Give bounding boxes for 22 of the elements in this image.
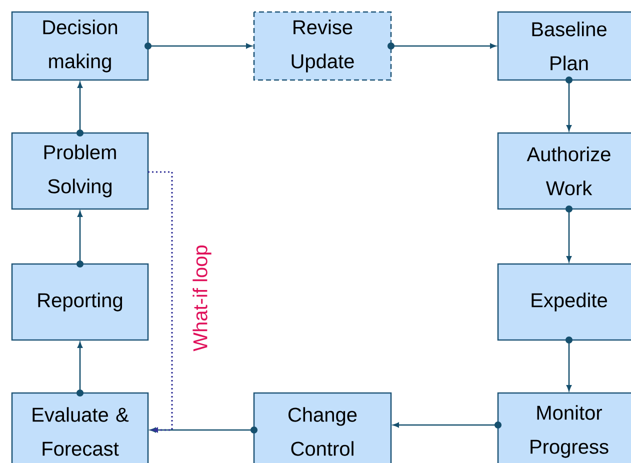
process-box: Expedite bbox=[497, 263, 631, 341]
arrow bbox=[388, 42, 496, 50]
arrow bbox=[148, 171, 173, 432]
process-box: Problem Solving bbox=[11, 132, 149, 210]
process-box: Decision making bbox=[11, 11, 149, 81]
arrow bbox=[566, 206, 572, 262]
arrow bbox=[76, 82, 84, 136]
process-box: Revise Update bbox=[253, 11, 392, 81]
process-box: Authorize Work bbox=[497, 132, 631, 210]
process-box: Reporting bbox=[11, 263, 149, 341]
arrow bbox=[566, 76, 572, 131]
process-box: Baseline Plan bbox=[497, 11, 631, 81]
arrow bbox=[76, 211, 84, 268]
process-box: Monitor Progress bbox=[497, 392, 631, 463]
arrow bbox=[566, 336, 572, 391]
edge-label: What-if loop bbox=[192, 246, 212, 352]
arrow bbox=[144, 42, 252, 50]
arrow bbox=[76, 342, 84, 396]
arrow bbox=[150, 426, 258, 434]
arrow bbox=[393, 422, 502, 428]
process-box: Change Control bbox=[253, 392, 392, 463]
process-box: Evaluate & Forecast bbox=[11, 392, 149, 463]
